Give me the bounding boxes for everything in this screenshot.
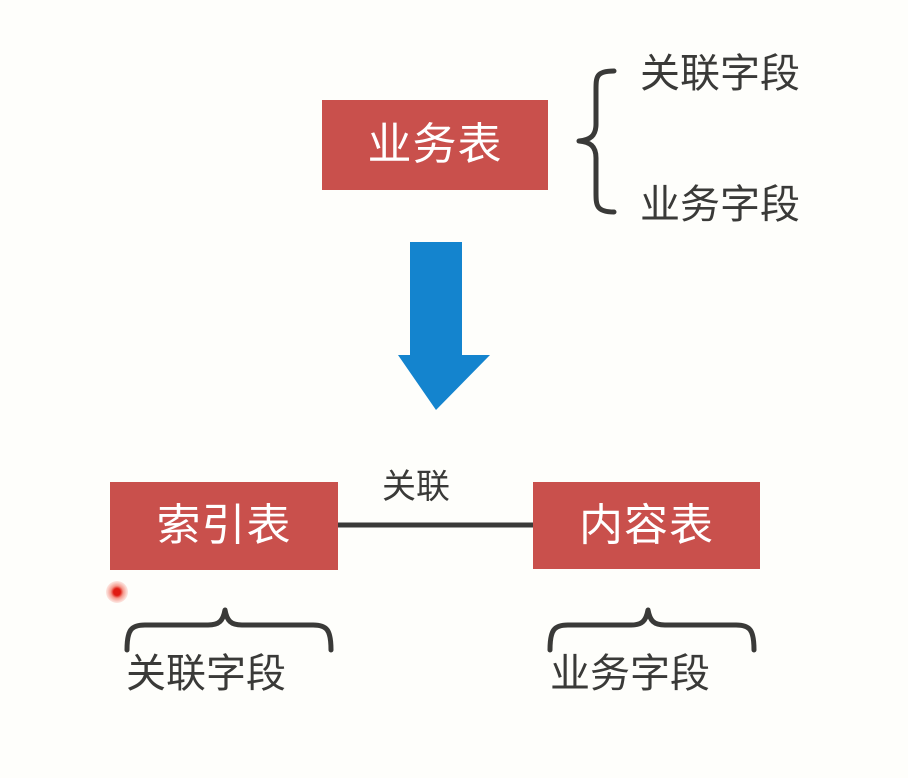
bottom-right-brace (547, 607, 757, 653)
node-index-table-label: 索引表 (156, 500, 292, 551)
node-content-table[interactable]: 内容表 (533, 482, 760, 569)
click-indicator (106, 581, 128, 603)
bottom-right-brace-label: 业务字段 (550, 651, 710, 697)
top-brace (576, 68, 617, 215)
top-brace-label-relation-field: 关联字段 (640, 51, 800, 97)
node-index-table[interactable]: 索引表 (110, 482, 338, 570)
connector-label-relation: 关联 (382, 467, 450, 507)
top-brace-label-business-field: 业务字段 (640, 182, 800, 228)
node-business-table[interactable]: 业务表 (322, 100, 548, 190)
bottom-left-brace-label: 关联字段 (126, 651, 286, 697)
bottom-left-brace (124, 607, 334, 653)
arrow-down-icon (398, 242, 490, 410)
node-business-table-label: 业务表 (367, 119, 503, 170)
node-content-table-label: 内容表 (579, 499, 714, 551)
